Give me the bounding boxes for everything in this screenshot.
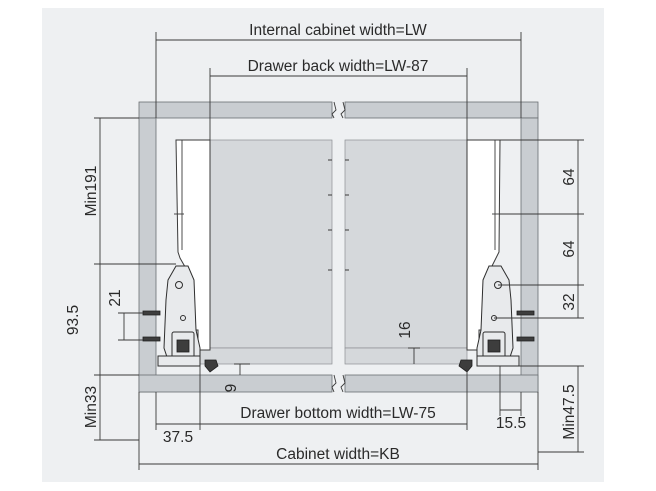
cabinet-walls (138, 101, 539, 393)
runner-right (458, 265, 535, 373)
dim-16 (408, 347, 420, 364)
drawer-back-right (344, 139, 468, 349)
label-min47-5: Min47.5 (561, 384, 578, 439)
drawer-bottom-right (344, 347, 468, 365)
text-labels: Internal cabinet width=LW Drawer back wi… (65, 22, 578, 463)
drawer-back (209, 139, 468, 349)
dim-64-mid (498, 214, 584, 286)
label-drawer-back-width: Drawer back width=LW-87 (248, 58, 429, 75)
dim-min191 (94, 117, 176, 265)
cabinet-right-wall (520, 117, 539, 393)
screw-right-upper (516, 310, 535, 316)
screw-left-bottom (204, 359, 219, 373)
label-64-top: 64 (561, 168, 578, 186)
label-93-5: 93.5 (65, 305, 82, 335)
dim-drawer-bottom-width (199, 366, 468, 430)
dim-15-5 (499, 366, 522, 416)
dim-min47-5 (519, 365, 584, 453)
label-64-mid: 64 (561, 240, 578, 258)
label-cabinet-width: Cabinet width=KB (276, 446, 400, 463)
screw-right-bottom (458, 359, 473, 373)
label-37-5: 37.5 (163, 429, 193, 446)
label-internal-cabinet-width: Internal cabinet width=LW (249, 22, 427, 39)
cabinet-top-left (138, 101, 333, 119)
runner-left (142, 265, 219, 373)
dim-9 (234, 363, 250, 375)
dim-21 (118, 312, 143, 341)
runner-left-clip-dark (176, 339, 190, 353)
break-mark-bottom (331, 374, 346, 393)
dim-min33 (94, 375, 139, 441)
runner-right-clip-dark (487, 339, 501, 353)
label-32: 32 (561, 293, 578, 310)
runner-right-rail (476, 355, 520, 367)
label-21: 21 (107, 289, 124, 306)
label-min33: Min33 (83, 386, 100, 428)
cabinet-left-wall (138, 117, 157, 393)
runner-left-pin-top (175, 281, 183, 289)
drawer-bottom-left (199, 347, 333, 365)
label-16: 16 (397, 321, 414, 338)
drawer-bottom (199, 347, 468, 365)
dim-internal-cabinet-width (155, 32, 522, 118)
cabinet-top-right (344, 101, 539, 119)
dim-37-5 (155, 392, 200, 430)
dim-64-top (500, 139, 584, 215)
runner-left-rail (157, 355, 201, 367)
runner-left-pin-mid (180, 315, 186, 321)
back-tick-1 (328, 159, 349, 271)
screw-left-lower (142, 336, 161, 342)
dimension-lines (94, 32, 584, 470)
dim-93-5 (94, 264, 139, 376)
dim-32 (494, 285, 584, 319)
break-mark-top (331, 101, 346, 119)
dim-drawer-back-width (209, 68, 468, 140)
cabinet-bottom-right (344, 374, 539, 393)
screw-right-lower (516, 336, 535, 342)
drawer-back-left (209, 139, 333, 349)
label-15-5: 15.5 (496, 415, 526, 432)
dim-cabinet-width (138, 392, 539, 470)
label-9: 9 (223, 384, 240, 393)
screw-left-upper (142, 310, 161, 316)
label-min191: Min191 (83, 166, 100, 217)
cabinet-bottom-left (138, 374, 333, 393)
label-drawer-bottom-width: Drawer bottom width=LW-75 (240, 405, 435, 422)
